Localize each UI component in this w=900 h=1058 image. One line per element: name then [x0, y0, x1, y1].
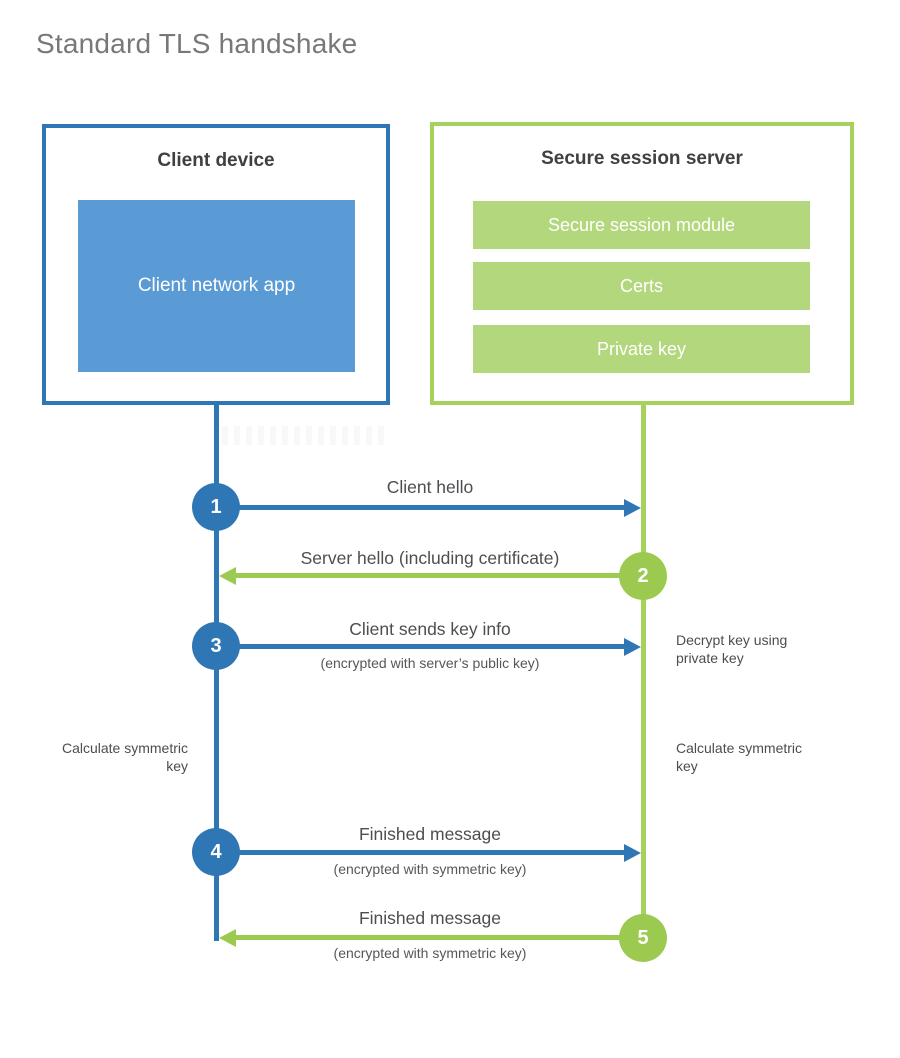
page-title: Standard TLS handshake: [36, 28, 358, 59]
calculate-symmetric-key-note-client: Calculate symmetric key: [61, 740, 188, 775]
secure-session-module-bar: Secure session module: [473, 201, 810, 249]
private-key-label: Private key: [596, 338, 687, 359]
step-3-number: 3: [210, 634, 222, 657]
server-lifeline: [641, 401, 646, 938]
private-key-bar: Private key: [473, 325, 810, 373]
server-hello-arrow: [236, 573, 643, 578]
client-network-app-label: Client network app: [137, 274, 296, 296]
step-4-badge: 4: [192, 828, 240, 876]
certs-label: Certs: [619, 275, 663, 296]
step-5-badge: 5: [619, 914, 667, 962]
client-key-info-label: Client sends key info: [349, 619, 511, 639]
finished-message-server-label: Finished message: [358, 908, 502, 928]
step-2-number: 2: [637, 564, 649, 587]
server-hello-label: Server hello (including certificate): [300, 548, 560, 568]
client-hello-arrow: [228, 505, 624, 510]
calculate-symmetric-key-note-server: Calculate symmetric key: [676, 740, 803, 775]
step-1-number: 1: [210, 495, 222, 518]
client-lifeline: [214, 401, 219, 941]
step-3-badge: 3: [192, 622, 240, 670]
decrypt-key-note: Decrypt key using private key: [676, 632, 788, 667]
finished-message-client-sublabel: (encrypted with symmetric key): [333, 861, 527, 877]
step-1-badge: 1: [192, 483, 240, 531]
client-device-header: Client device: [157, 150, 275, 171]
certs-bar: Certs: [473, 262, 810, 310]
client-hello-label: Client hello: [386, 477, 474, 497]
finished-message-server-arrow: [236, 935, 643, 940]
client-key-info-sublabel: (encrypted with server’s public key): [320, 655, 540, 671]
client-network-app-box: Client network app: [78, 200, 355, 372]
client-key-info-arrow: [228, 644, 624, 649]
secure-session-module-label: Secure session module: [547, 214, 736, 235]
secure-session-server-box: Secure session server Secure session mod…: [430, 122, 854, 405]
step-4-number: 4: [210, 840, 222, 863]
client-device-box: Client device Client network app: [42, 124, 390, 405]
secure-session-server-header: Secure session server: [541, 148, 743, 169]
finished-message-server-sublabel: (encrypted with symmetric key): [333, 945, 527, 961]
finished-message-client-label: Finished message: [358, 824, 502, 844]
finished-message-client-arrow: [228, 850, 624, 855]
faint-watermark-artifact: [222, 426, 388, 445]
step-2-badge: 2: [619, 552, 667, 600]
step-5-number: 5: [637, 926, 649, 949]
